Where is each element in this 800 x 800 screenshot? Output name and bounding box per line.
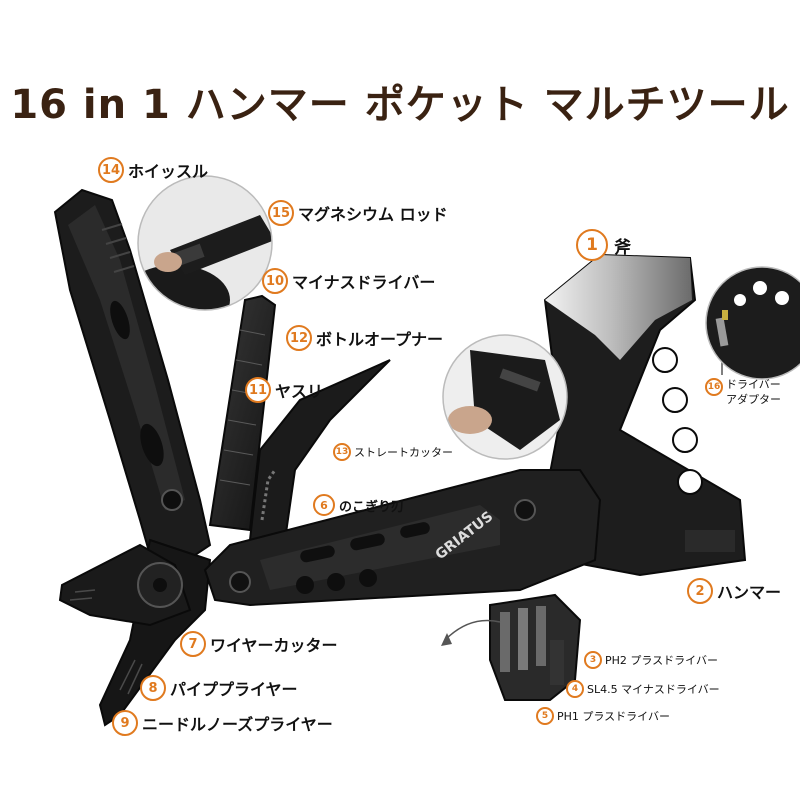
callout-number: 14 — [98, 157, 124, 183]
callout-number: 4 — [566, 680, 584, 698]
label-wire-cutter: 7 ワイヤーカッター — [180, 631, 338, 657]
callout-number: 16 — [705, 378, 723, 396]
callout-number: 13 — [333, 443, 351, 461]
label-ph2-screwdriver: 3 PH2 プラスドライバー — [584, 651, 718, 669]
label-sl45-screwdriver: 4 SL4.5 マイナスドライバー — [566, 680, 720, 698]
label-pipe-pliers: 8 パイププライヤー — [140, 675, 298, 701]
callout-text: ハンマー — [717, 583, 782, 602]
callout-number: 9 — [112, 710, 138, 736]
callout-text: のこぎり刃 — [339, 499, 405, 515]
callout-number: 3 — [584, 651, 602, 669]
label-flat-screwdriver: 10 マイナスドライバー — [262, 268, 435, 294]
label-saw-blade: 6 のこぎり刃 — [313, 494, 404, 516]
label-ph1-screwdriver: 5 PH1 プラスドライバー — [536, 707, 670, 725]
multitool-photo: GRIATUS — [53, 188, 747, 727]
callout-number: 1 — [576, 229, 608, 261]
callout-text: ドライバー — [726, 378, 781, 391]
label-axe: 1 斧 — [576, 229, 631, 261]
callout-number: 15 — [268, 200, 294, 226]
callout-text: ストレートカッター — [354, 446, 453, 459]
callout-text: ボトルオープナー — [316, 330, 444, 349]
knife-blade — [248, 359, 391, 541]
callout-number: 10 — [262, 268, 288, 294]
page-title: 16 in 1 ハンマー ポケット マルチツール — [10, 82, 790, 128]
callout-number: 2 — [687, 578, 713, 604]
whistle-closeup-photo — [138, 176, 272, 310]
callout-text: 斧 — [614, 237, 631, 258]
callout-text: ホイッスル — [128, 162, 209, 181]
callout-number: 6 — [313, 494, 335, 516]
label-hammer: 2 ハンマー — [687, 578, 781, 604]
label-file: 11 ヤスリ — [245, 377, 323, 403]
file-blade — [208, 294, 277, 532]
callout-text: マグネシウム ロッド — [298, 205, 448, 224]
callout-text: ニードルノーズプライヤー — [142, 715, 333, 734]
callout-text: PH2 プラスドライバー — [605, 654, 718, 667]
callout-number: 8 — [140, 675, 166, 701]
bottle-opener-closeup-photo — [443, 335, 567, 459]
callout-text: パイププライヤー — [170, 680, 298, 699]
label-magnesium-rod: 15 マグネシウム ロッド — [268, 200, 448, 226]
callout-text: マイナスドライバー — [292, 273, 436, 292]
rotate-arrow-icon — [444, 619, 501, 641]
callout-text: SL4.5 マイナスドライバー — [587, 683, 720, 696]
label-straight-cutter: 13 ストレートカッター — [333, 443, 453, 461]
label-bottle-opener: 12 ボトルオープナー — [286, 325, 443, 351]
label-driver-adapter: 16 ドライバー アダプター — [705, 378, 781, 408]
bit-holder-closeup-photo — [706, 267, 800, 379]
callout-number: 12 — [286, 325, 312, 351]
callout-text-line2: アダプター — [726, 392, 781, 406]
callout-number: 7 — [180, 631, 206, 657]
callout-text: PH1 プラスドライバー — [557, 710, 670, 723]
callout-number: 5 — [536, 707, 554, 725]
callout-text: ヤスリ — [275, 382, 324, 401]
callout-text: ワイヤーカッター — [210, 636, 338, 655]
callout-number: 11 — [245, 377, 271, 403]
label-needle-nose-pliers: 9 ニードルノーズプライヤー — [112, 710, 333, 736]
label-whistle: 14 ホイッスル — [98, 157, 208, 183]
axe-blade-edge — [545, 255, 692, 360]
